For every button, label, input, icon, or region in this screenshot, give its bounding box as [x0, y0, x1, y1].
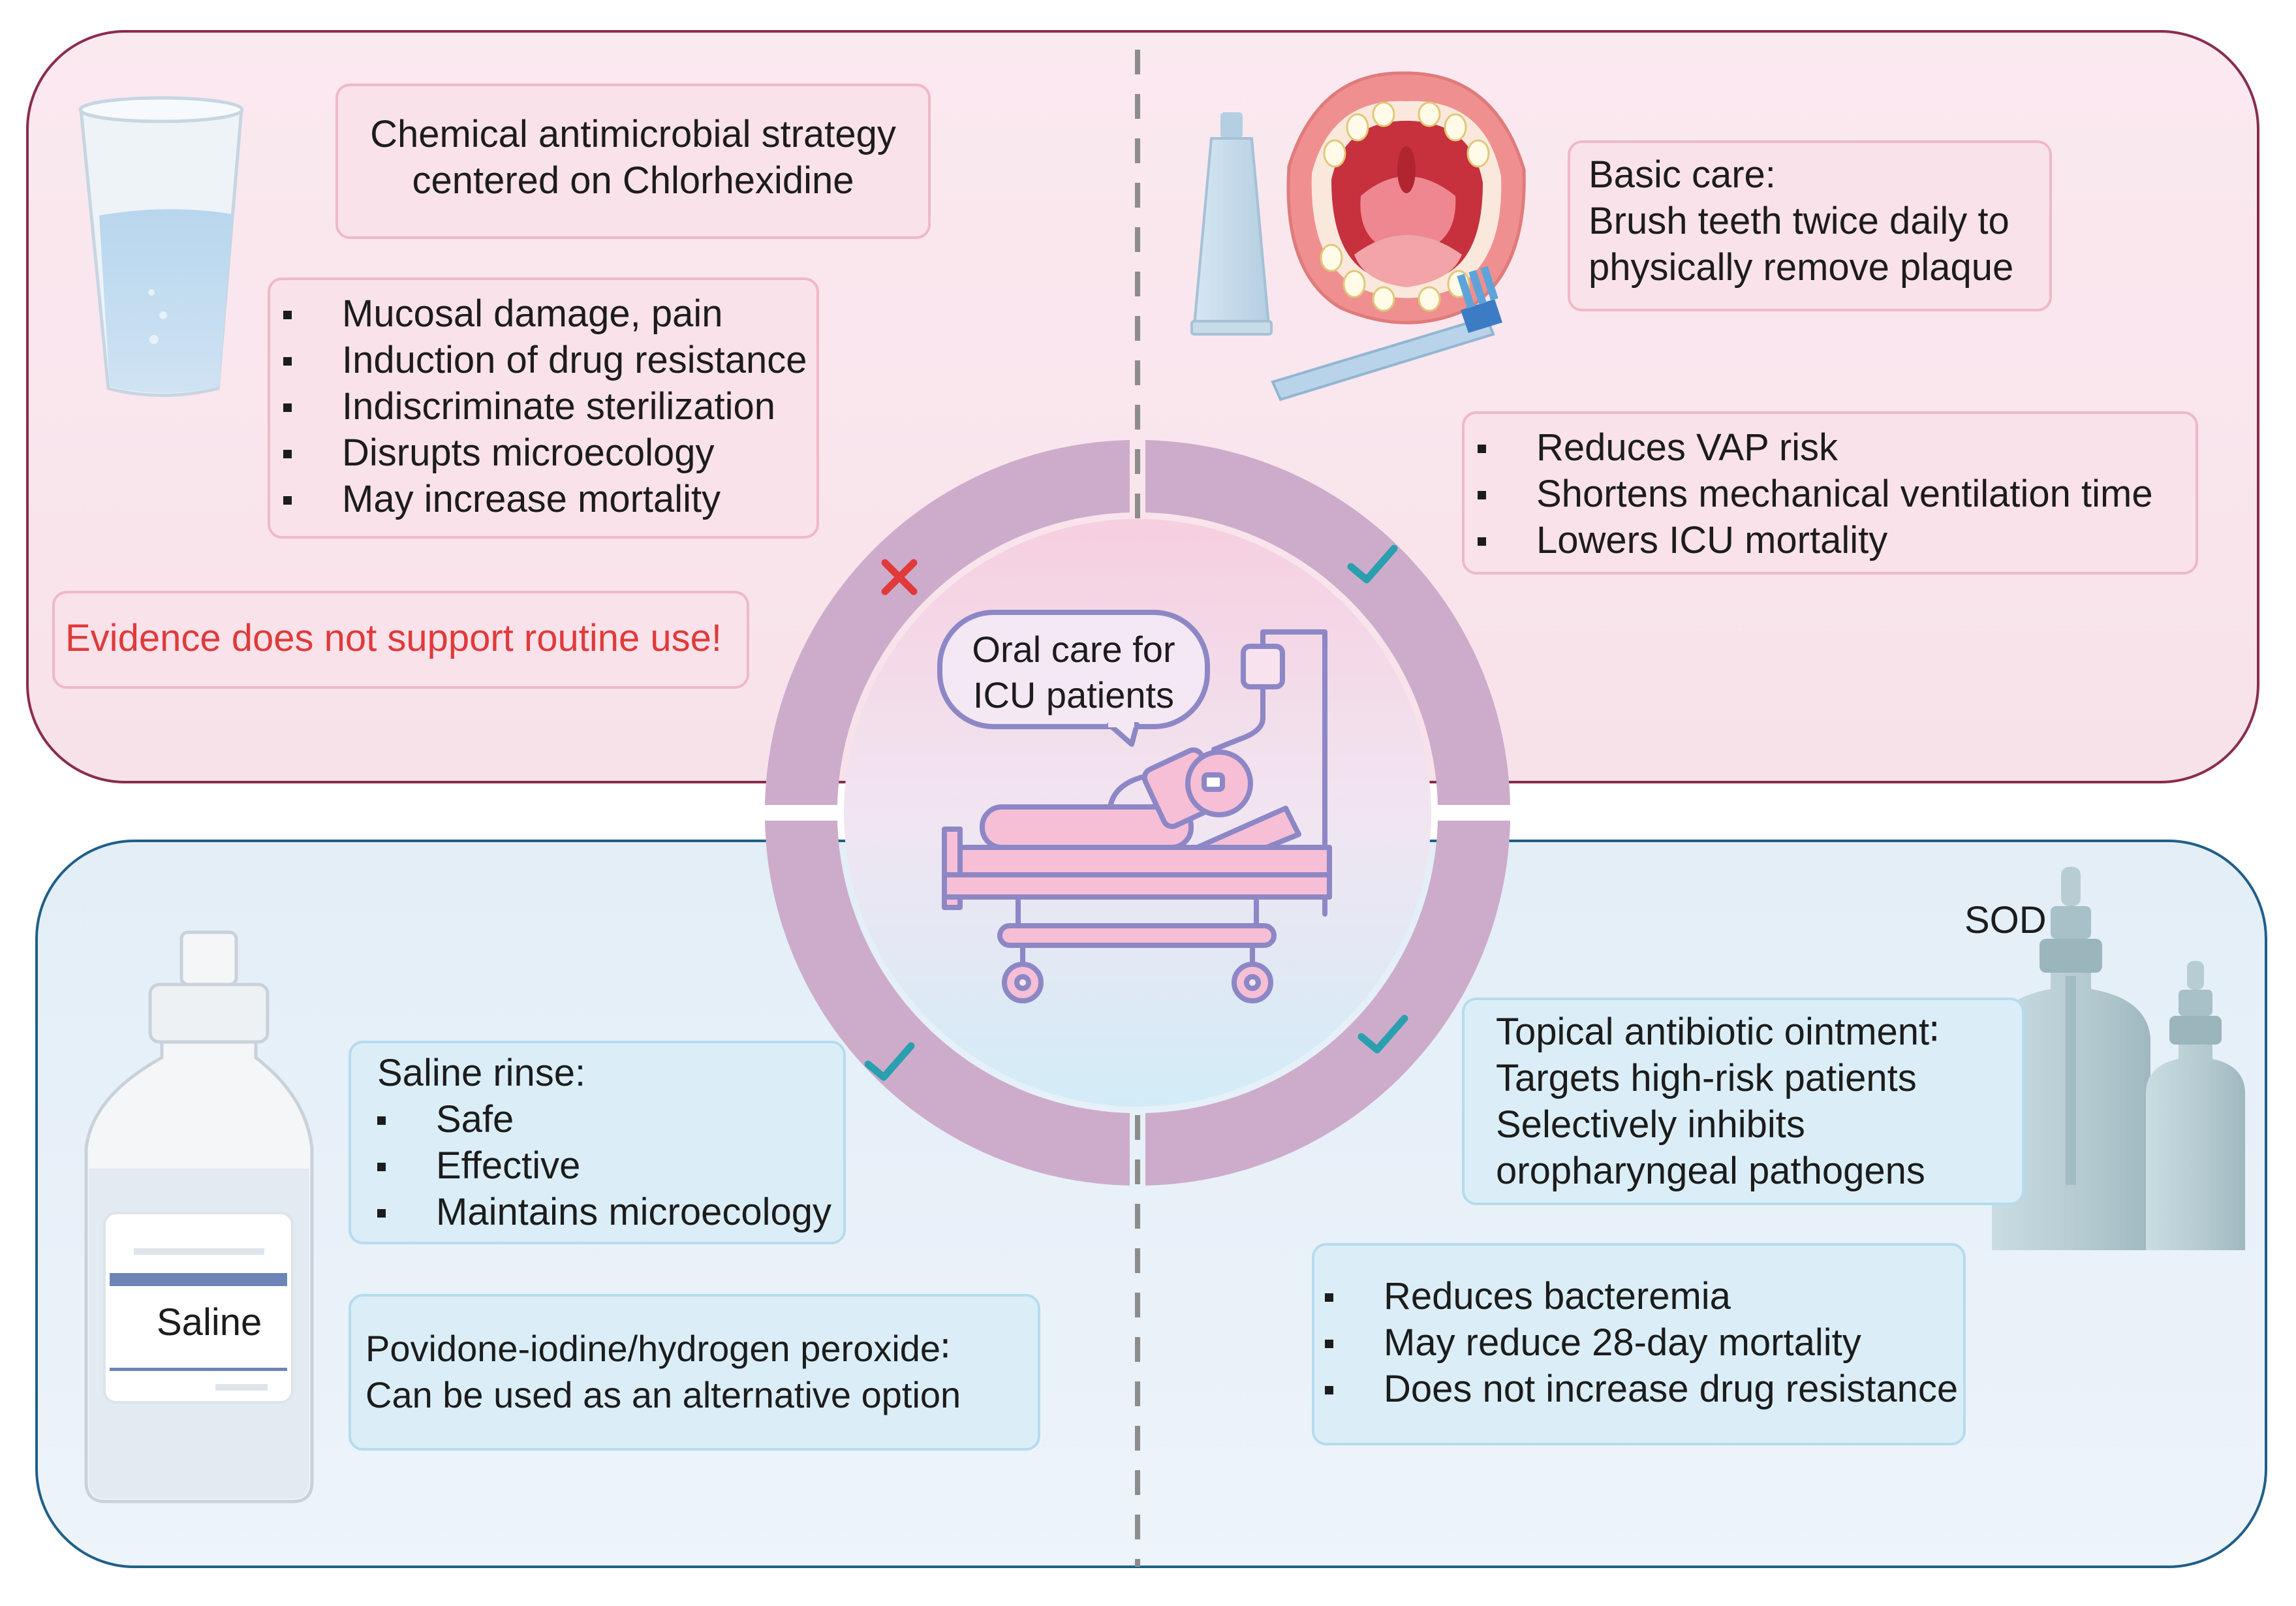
- check-icon: [1357, 1015, 1408, 1054]
- chlorhexidine-title: Chemical antimicrobial strategy centered…: [335, 111, 931, 204]
- antibiotic-ointment-line3: Selectively inhibits: [1496, 1103, 1805, 1146]
- ring-segment-bottom-left: [765, 821, 1130, 1186]
- icu-bed-patient-icon: [942, 747, 1332, 1003]
- chlorhexidine-risks-box: [268, 277, 819, 539]
- alternative-option-line2: Can be used as an alternative option: [365, 1374, 961, 1415]
- chlorhexidine-risks-list: Mucosal damage, pain Induction of drug r…: [283, 291, 807, 522]
- warning-box: [52, 591, 749, 689]
- center-label: Oral care for ICU patients: [940, 627, 1207, 718]
- basic-care-benefits-list: Reduces VAP risk Shortens mechanical ven…: [1478, 424, 2153, 563]
- list-item: Safe: [377, 1096, 831, 1142]
- check-icon: [1347, 544, 1398, 584]
- list-item: May increase mortality: [283, 476, 807, 522]
- list-item: Mucosal damage, pain: [283, 291, 807, 337]
- list-item: Effective: [377, 1142, 831, 1189]
- basic-care-benefits-box: [1462, 411, 2198, 575]
- dropper-bottle-icon: [1992, 867, 2245, 1250]
- ring-segment-top-left: [765, 440, 1130, 805]
- alternative-option-line1: Povidone-iodine/hydrogen peroxide∶: [365, 1328, 950, 1369]
- sod-label: SOD: [1964, 899, 2047, 941]
- check-icon: [864, 1042, 915, 1081]
- alternative-option-box: [349, 1294, 1040, 1451]
- list-item: Reduces bacteremia: [1325, 1273, 1958, 1319]
- list-item: Disrupts microecology: [283, 430, 807, 476]
- antibiotic-ointment-text: Topical antibiotic ointment∶ Targets hig…: [1496, 1009, 1939, 1194]
- saline-rinse-list: Safe Effective Maintains microecology: [377, 1096, 831, 1235]
- list-item: Lowers ICU mortality: [1478, 517, 2153, 563]
- list-item: Indiscriminate sterilization: [283, 383, 807, 430]
- water-glass-icon: [78, 96, 244, 397]
- alternative-option-text: Povidone-iodine/hydrogen peroxide∶ Can b…: [365, 1325, 961, 1418]
- antibiotic-ointment-line4: oropharyngeal pathogens: [1496, 1150, 1925, 1192]
- chlorhexidine-title-line2: centered on Chlorhexidine: [412, 159, 854, 202]
- toothbrush-icon: [1271, 266, 1502, 402]
- antibiotic-ointment-line2: Targets high-risk patients: [1496, 1057, 1917, 1099]
- center-label-line2: ICU patients: [972, 674, 1175, 716]
- chlorhexidine-title-box: [335, 84, 931, 239]
- ring-segment-bottom-right: [1145, 821, 1510, 1186]
- basic-care-line2: Brush teeth twice daily to: [1589, 200, 2009, 242]
- basic-care-title: Basic care:: [1589, 153, 1776, 196]
- chlorhexidine-title-line1: Chemical antimicrobial strategy: [370, 113, 896, 155]
- list-item: Reduces VAP risk: [1478, 424, 2153, 471]
- sod-benefits-box: [1312, 1243, 1966, 1445]
- toothpaste-tube-icon: [1190, 112, 1273, 336]
- basic-care-text: Basic care: Brush teeth twice daily to p…: [1589, 151, 2013, 291]
- basic-care-box: [1568, 140, 2052, 311]
- list-item: Shortens mechanical ventilation time: [1478, 471, 2153, 517]
- saline-bottle-icon: [84, 930, 314, 1504]
- cross-icon: [881, 559, 918, 595]
- open-mouth-icon: [1286, 71, 1526, 324]
- center-label-line1: Oral care for: [972, 629, 1175, 670]
- list-item: Maintains microecology: [377, 1189, 831, 1235]
- saline-bottle-label: Saline: [157, 1301, 262, 1344]
- antibiotic-ointment-box: [1462, 998, 2025, 1205]
- warning-text: Evidence does not support routine use!: [65, 617, 722, 659]
- list-item: Induction of drug resistance: [283, 337, 807, 383]
- sod-benefits-list: Reduces bacteremia May reduce 28-day mor…: [1325, 1273, 1958, 1412]
- center-label-bubble: [937, 610, 1210, 729]
- saline-rinse-box: [349, 1041, 846, 1244]
- saline-rinse-title: Saline rinse:: [377, 1052, 586, 1094]
- ring-segment-top-right: [1145, 440, 1510, 805]
- basic-care-line3: physically remove plaque: [1589, 246, 2014, 289]
- iv-drip-icon: [1211, 629, 1327, 917]
- list-item: Does not increase drug resistance: [1325, 1366, 1958, 1412]
- antibiotic-ointment-title: Topical antibiotic ointment∶: [1496, 1011, 1940, 1053]
- ring: [765, 440, 1510, 1186]
- list-item: May reduce 28-day mortality: [1325, 1319, 1958, 1366]
